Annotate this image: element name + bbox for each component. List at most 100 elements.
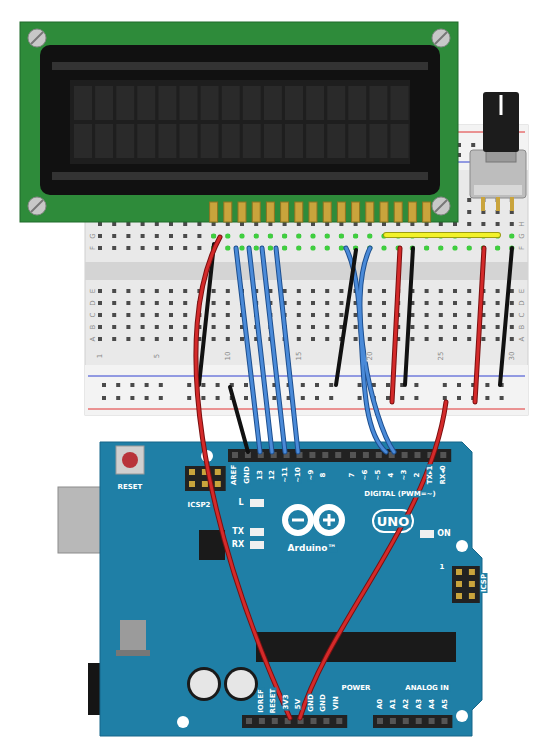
wires-part-part [230,387,248,452]
breadboard-holes-part [509,233,514,238]
breadboard-holes-part [438,245,443,250]
breadboard-holes-part [296,233,301,238]
pin-headers-part [350,452,356,458]
row-letter: E [519,288,526,294]
breadboard-holes-part [112,246,116,250]
lcd-pins-part [366,202,374,222]
wires-part [386,232,498,238]
wires-part-part [360,248,394,452]
lcd-module-part [432,29,450,47]
pin-headers-part [272,718,278,724]
pin-label: 5V [295,698,302,710]
breadboard-holes-part [126,289,130,293]
breadboard-holes-part [169,289,173,293]
breadboard-holes-part [381,245,386,250]
arduino-board-part [177,716,189,728]
pin-headers-part [469,569,475,575]
breadboard-holes-part [467,198,471,202]
breadboard-holes-part [141,325,145,329]
row-letter: D [90,299,97,306]
breadboard-holes-part [311,222,315,226]
breadboard-holes-part [382,325,386,329]
potentiometer-part [483,92,519,152]
wires-part-part [392,248,400,402]
breadboard-holes-part [239,245,244,250]
arduino-board-part [100,442,482,736]
pin-headers-part [202,481,208,487]
breadboard-holes-part [386,383,390,387]
pin-label: GND [244,465,251,484]
breadboard-holes-part [368,313,372,317]
breadboard-holes-part [183,222,187,226]
row-letter: G [519,232,526,239]
breadboard-holes-part [339,313,343,317]
lcd-cells-part [74,86,92,120]
breadboard-holes-part [126,301,130,305]
breadboard-holes-part [467,337,471,341]
pin-label: ~5 [375,469,382,482]
breadboard-holes-part [500,396,504,400]
lcd-cells-part [264,124,282,158]
breadboard-holes-part [453,222,457,226]
breadboard-holes-part [354,234,358,238]
breadboard-holes-part [481,337,485,341]
breadboard-holes-part [98,234,102,238]
breadboard-holes-part [225,245,230,250]
breadboard-holes-part [169,313,173,317]
breadboard-holes-part [283,222,287,226]
row-letter: F [90,245,97,251]
lcd-pins-part [394,202,402,222]
breadboard-holes-part [410,222,414,226]
pin-headers-part [322,452,328,458]
breadboard-holes-part [112,222,116,226]
breadboard-holes-part [226,301,230,305]
breadboard-holes-part [495,245,500,250]
pin-headers-part [363,452,369,458]
pin-headers-part [311,718,317,724]
breadboard-holes-part [240,337,244,341]
pin-headers-part [415,452,421,458]
lcd-cells-part [391,86,409,120]
breadboard-holes-part [457,396,461,400]
breadboard-holes-part [112,301,116,305]
breadboard-holes-part [130,383,134,387]
breadboard-holes-part [155,313,159,317]
breadboard-holes-part [354,337,358,341]
breadboard-holes-part [453,246,457,250]
pin-label: VIN [333,695,340,711]
pin-headers-part [442,718,448,724]
lcd-pins [210,202,431,222]
breadboard-holes-part [414,383,418,387]
breadboard-holes-part [212,337,216,341]
pin-label: 4 [388,472,395,479]
pin-headers-part [452,566,480,603]
lcd-module-part [31,32,43,44]
pin-label: ~6 [362,469,369,482]
column-number: 20 [366,351,373,362]
pin-headers-part [456,593,462,599]
potentiometer-part [474,185,522,195]
arduino-logo [285,507,413,533]
breadboard-holes-part [301,383,305,387]
breadboard-holes-part [510,313,514,317]
breadboard-holes-part [226,246,230,250]
wires-part-part [336,250,356,385]
breadboard-holes-part [301,396,305,400]
breadboard-holes-part [197,234,201,238]
lcd-cells-part [391,124,409,158]
breadboard-holes-part [510,289,514,293]
column-number: 10 [224,351,231,362]
breadboard-holes-part [226,222,230,226]
breadboard-holes-part [382,337,386,341]
breadboard-holes-part [296,245,301,250]
pin-label: ~11 [282,466,289,484]
breadboard-holes-part [126,222,130,226]
breadboard-holes-part [216,383,220,387]
breadboard-holes-part [382,246,386,250]
button-label: RESET [117,484,144,491]
breadboard-holes-part [183,337,187,341]
breadboard-holes-part [496,301,500,305]
lcd-cells-part [243,86,261,120]
led-label: RX [231,541,245,549]
